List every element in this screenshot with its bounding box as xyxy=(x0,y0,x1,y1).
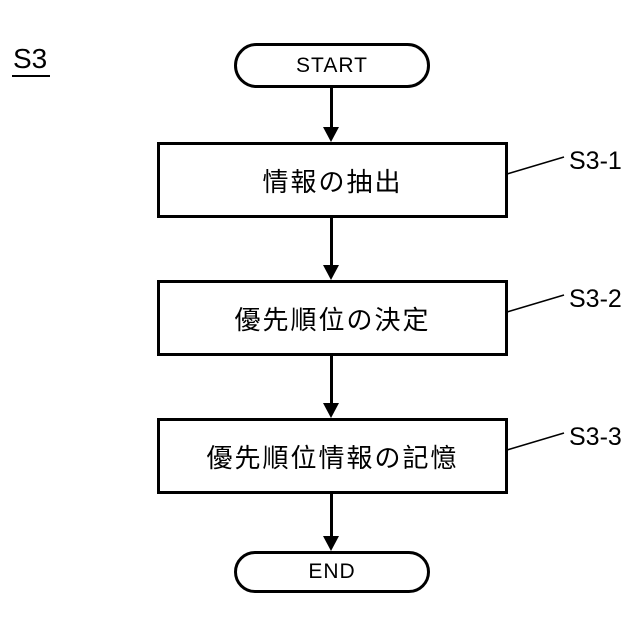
flow-arrow-3-head xyxy=(323,403,339,418)
figure-label: S3 xyxy=(12,44,51,78)
process-box-store-priority-info: 優先順位情報の記憶 xyxy=(157,418,508,494)
process-box-extract-info: 情報の抽出 xyxy=(157,142,508,218)
flow-arrow-3-line xyxy=(330,356,333,404)
flow-arrow-2-line xyxy=(330,218,333,266)
start-terminal-label: START xyxy=(296,53,368,77)
end-terminal-label: END xyxy=(308,560,356,583)
step-ref-3: S3-3 xyxy=(569,423,622,451)
flow-arrow-2-head xyxy=(323,265,339,280)
leader-line-2 xyxy=(506,294,565,313)
leader-line-3 xyxy=(506,432,565,451)
process-box-decide-priority: 優先順位の決定 xyxy=(157,280,508,356)
step-ref-2: S3-2 xyxy=(569,285,622,313)
leader-line-1 xyxy=(506,156,565,175)
flow-arrow-4-head xyxy=(323,536,339,551)
process-box-label: 情報の抽出 xyxy=(262,166,403,197)
flow-arrow-4-line xyxy=(330,494,333,537)
flow-arrow-1-head xyxy=(323,127,339,142)
step-ref-1: S3-1 xyxy=(569,147,622,175)
process-box-label: 優先順位情報の記憶 xyxy=(206,442,459,473)
flow-arrow-1-line xyxy=(330,87,333,128)
end-terminal: END xyxy=(234,551,430,593)
process-box-label: 優先順位の決定 xyxy=(234,304,431,335)
start-terminal: START xyxy=(234,43,430,88)
